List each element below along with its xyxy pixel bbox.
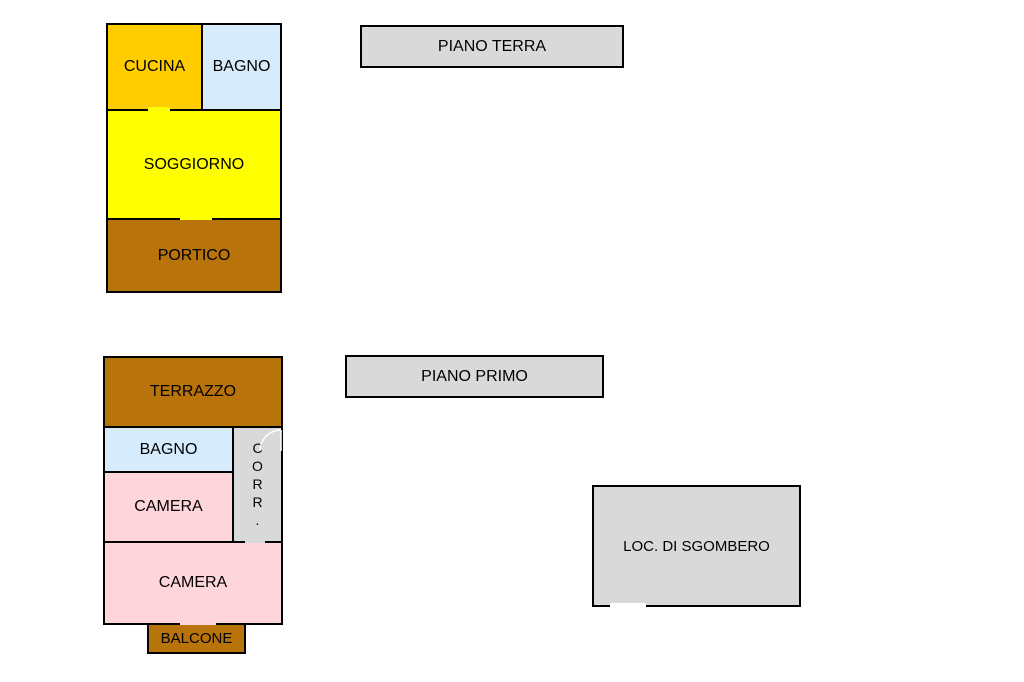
room-locale-sgombero-label: LOC. DI SGOMBERO [623, 537, 770, 555]
room-camera-large-label: CAMERA [158, 574, 228, 591]
room-bagno-ground-label: BAGNO [212, 58, 271, 75]
door-opening [610, 603, 646, 607]
room-balcone-label: BALCONE [160, 630, 233, 647]
label-piano-terra: PIANO TERRA [360, 25, 624, 68]
room-bagno-ground: BAGNO [201, 23, 282, 111]
room-soggiorno-label: SOGGIORNO [143, 155, 245, 173]
room-balcone: BALCONE [147, 623, 246, 654]
room-cucina-label: CUCINA [123, 58, 186, 75]
label-piano-primo: PIANO PRIMO [345, 355, 604, 398]
room-locale-sgombero: LOC. DI SGOMBERO [592, 485, 801, 607]
label-piano-primo-text: PIANO PRIMO [421, 367, 528, 385]
room-bagno-first-label: BAGNO [139, 440, 198, 458]
door-opening [180, 621, 216, 625]
room-terrazzo: TERRAZZO [103, 356, 283, 428]
door-opening [180, 216, 212, 220]
label-piano-terra-text: PIANO TERRA [437, 37, 547, 55]
room-corridoio-label: CORR. [249, 439, 266, 530]
door-opening [148, 107, 170, 111]
room-terrazzo-label: TERRAZZO [149, 383, 237, 400]
room-bagno-first: BAGNO [103, 426, 234, 473]
room-camera-small-label: CAMERA [134, 498, 203, 515]
room-camera-large: CAMERA [103, 541, 283, 625]
room-portico: PORTICO [106, 218, 282, 293]
room-portico-label: PORTICO [157, 246, 231, 264]
room-camera-small: CAMERA [103, 471, 234, 543]
door-swing-icon [259, 429, 282, 452]
room-soggiorno: SOGGIORNO [106, 109, 282, 220]
door-opening [245, 539, 265, 543]
room-cucina: CUCINA [106, 23, 203, 111]
